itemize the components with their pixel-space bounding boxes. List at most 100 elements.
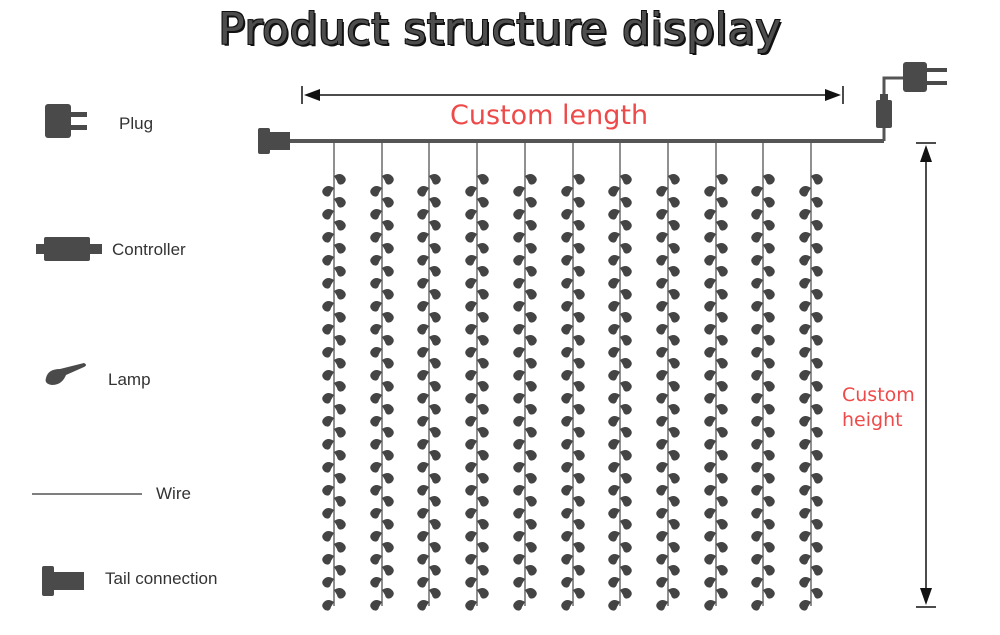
lamp-bulb — [811, 519, 823, 530]
lamp-bulb — [608, 554, 620, 565]
lamp-bulb — [716, 519, 728, 530]
main-wire — [288, 76, 905, 143]
lamp-bulb — [513, 232, 525, 243]
lamp-bulb — [525, 220, 537, 231]
lamp-bulb — [811, 243, 823, 254]
lamp-bulb — [334, 358, 346, 369]
lamp-bulb — [608, 439, 620, 450]
lamp-bulb — [561, 209, 573, 220]
lamp-bulb — [656, 416, 668, 427]
lamp-bulb — [573, 565, 585, 576]
lamp-bulb — [370, 600, 382, 611]
lamp-bulb — [704, 439, 716, 450]
lamp-bulb — [382, 266, 394, 277]
lamp-bulb — [704, 255, 716, 266]
lamp-bulb — [513, 186, 525, 197]
lamp-bulb — [704, 577, 716, 588]
legend-label-controller: Controller — [112, 240, 186, 259]
lamp-bulb — [370, 439, 382, 450]
lamp-bulb — [370, 186, 382, 197]
lamp-bulb — [573, 588, 585, 599]
lamp-bulb — [477, 220, 489, 231]
lamp-bulb — [561, 577, 573, 588]
lamp-bulb — [370, 209, 382, 220]
lamp-bulb — [763, 312, 775, 323]
lamp-bulb — [811, 450, 823, 461]
legend-label-lamp: Lamp — [108, 370, 151, 389]
lamp-bulb — [716, 381, 728, 392]
lamp-bulb — [370, 393, 382, 404]
lamp-bulb — [382, 174, 394, 185]
lamp-bulb — [704, 209, 716, 220]
lamp-bulb — [608, 393, 620, 404]
lamp-bulb — [751, 232, 763, 243]
lamp-bulb — [334, 404, 346, 415]
lamp-bulb — [382, 243, 394, 254]
lamp-bulb — [704, 416, 716, 427]
lamp-bulb — [561, 439, 573, 450]
lamp-bulb — [799, 301, 811, 312]
lamp-bulb — [656, 439, 668, 450]
lamp-bulb — [799, 393, 811, 404]
lamp-bulb — [334, 450, 346, 461]
lamp-bulb — [656, 462, 668, 473]
lamp-bulb — [334, 427, 346, 438]
length-dimension-arrow — [301, 86, 844, 104]
lamp-icon — [45, 363, 86, 385]
lamp-bulb — [322, 462, 334, 473]
lamp-bulb — [513, 485, 525, 496]
lamp-bulb — [477, 312, 489, 323]
lamp-bulb — [608, 347, 620, 358]
lamp-bulb — [763, 496, 775, 507]
lamp-bulb — [334, 473, 346, 484]
lamp-bulb — [525, 174, 537, 185]
lamp-bulb — [799, 462, 811, 473]
lamp-bulb — [334, 588, 346, 599]
lamp-bulb — [334, 266, 346, 277]
lamp-bulb — [656, 554, 668, 565]
lamp-bulb — [429, 335, 441, 346]
lamp-bulb — [608, 600, 620, 611]
lamp-bulb — [477, 243, 489, 254]
lamp-bulb — [668, 358, 680, 369]
lamp-bulb — [477, 588, 489, 599]
lamp-bulb — [668, 542, 680, 553]
lamp-bulb — [429, 404, 441, 415]
lamp-bulb — [382, 381, 394, 392]
lamp-bulb — [763, 197, 775, 208]
lamp-bulb — [763, 427, 775, 438]
lamp-bulb — [477, 542, 489, 553]
legend-label-tail-connection: Tail connection — [105, 569, 218, 588]
lamp-bulb — [525, 565, 537, 576]
light-strands — [322, 141, 823, 611]
lamp-bulb — [477, 335, 489, 346]
lamp-bulb — [417, 232, 429, 243]
lamp-bulb — [429, 174, 441, 185]
lamp-bulb — [465, 186, 477, 197]
lamp-bulb — [620, 542, 632, 553]
lamp-bulb — [573, 496, 585, 507]
lamp-bulb — [716, 266, 728, 277]
lamp-bulb — [751, 462, 763, 473]
lamp-bulb — [513, 554, 525, 565]
lamp-bulb — [370, 370, 382, 381]
lamp-bulb — [465, 255, 477, 266]
lamp-bulb — [799, 370, 811, 381]
lamp-bulb — [573, 289, 585, 300]
lamp-bulb — [322, 186, 334, 197]
lamp-bulb — [656, 232, 668, 243]
lamp-bulb — [799, 232, 811, 243]
lamp-bulb — [370, 508, 382, 519]
lamp-bulb — [668, 220, 680, 231]
plug — [903, 62, 947, 92]
lamp-bulb — [763, 335, 775, 346]
tail-connection-icon — [42, 566, 84, 596]
lamp-bulb — [656, 577, 668, 588]
lamp-bulb — [716, 427, 728, 438]
lamp-bulb — [620, 266, 632, 277]
lamp-bulb — [811, 174, 823, 185]
lamp-bulb — [716, 404, 728, 415]
lamp-bulb — [561, 508, 573, 519]
lamp-bulb — [668, 197, 680, 208]
lamp-bulb — [716, 335, 728, 346]
